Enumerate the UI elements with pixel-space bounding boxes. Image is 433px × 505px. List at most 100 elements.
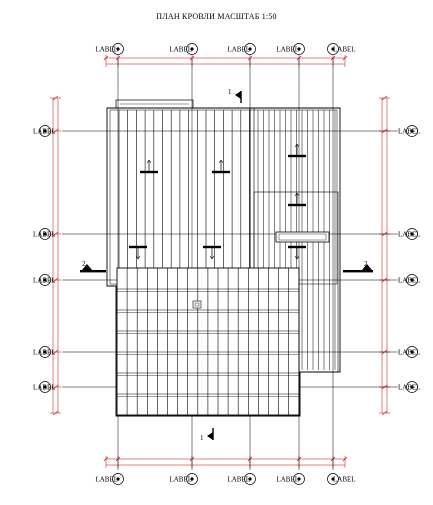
axis-bubble-dot <box>410 232 414 236</box>
dimension-slash <box>103 55 109 61</box>
ridge-cap <box>115 99 194 109</box>
section-cut-bottom <box>207 428 214 440</box>
axis-bubble-left <box>39 274 51 286</box>
section-mark-right: 2 <box>364 260 368 268</box>
dimension-slash <box>342 456 348 462</box>
section-mark-top: 1 <box>228 88 232 96</box>
axis-bubble-dot <box>248 47 252 51</box>
slope-arrow-head <box>211 255 215 260</box>
axis-label-left: LABEL <box>33 384 56 392</box>
axis-bubble-dot <box>410 129 414 133</box>
axis-bubble-top <box>293 43 305 55</box>
axis-label-bottom: LABEL <box>227 476 250 484</box>
axis-label-top: LABEL <box>227 46 250 54</box>
slope-arrow <box>288 143 306 158</box>
axis-label-bottom: LABEL <box>95 476 118 484</box>
section-cut-flag-left <box>82 264 92 270</box>
slope-arrow-head <box>294 143 298 148</box>
axis-label-top: LABEL <box>333 46 356 54</box>
slope-arrow <box>140 159 158 174</box>
axis-label-bottom: LABEL <box>276 476 299 484</box>
dimension-slash <box>103 456 109 462</box>
axis-label-top: LABEL <box>169 46 192 54</box>
axis-bubble-bottom <box>112 473 124 485</box>
axis-label-bottom: LABEL <box>169 476 192 484</box>
axis-bubble-dot <box>297 477 301 481</box>
axis-bubbles: LABEL LABEL LABEL LABEL LABEL LABEL LABEL LABEL… <box>33 43 421 485</box>
axis-label-top: LABEL <box>276 46 299 54</box>
dimension-slash <box>52 95 59 101</box>
axis-bubble-left <box>39 381 51 393</box>
axis-bubble-dot <box>331 477 335 481</box>
axis-bubble-dot <box>331 47 335 51</box>
axis-bubble-dot <box>43 232 47 236</box>
axis-bubble-right <box>406 274 418 286</box>
axis-bubble-dot <box>410 278 414 282</box>
axis-bubble-top <box>244 43 256 55</box>
axis-bubble-dot <box>116 47 120 51</box>
axis-bubble-bottom <box>293 473 305 485</box>
dimension-slash <box>52 277 59 283</box>
axis-bubble-dot <box>116 477 120 481</box>
dimension-slash <box>381 410 388 416</box>
roof-structure <box>106 99 341 417</box>
slope-arrow-head <box>296 192 300 197</box>
slope-arrow-head <box>137 255 141 260</box>
section-markers: 1 1 2 2 <box>80 88 373 442</box>
axis-bubble-left <box>39 125 51 137</box>
axis-label-left: LABEL <box>33 231 56 239</box>
axis-label-top: LABEL <box>95 46 118 54</box>
axis-label-left: LABEL <box>33 349 56 357</box>
axis-bubble-top <box>186 43 198 55</box>
axis-bubble-dot <box>190 477 194 481</box>
slope-arrow-head <box>218 159 222 164</box>
axis-label-right: LABEL <box>398 231 421 239</box>
slope-arrow-head <box>146 159 150 164</box>
axis-bubble-dot <box>297 47 301 51</box>
axis-bubble-right <box>406 228 418 240</box>
dimension-slash <box>52 231 59 237</box>
axis-bubble-dot <box>43 350 47 354</box>
dimension-slash <box>52 384 59 390</box>
dimension-slash <box>381 95 388 101</box>
axis-label-left: LABEL <box>33 277 56 285</box>
axis-label-right: LABEL <box>398 384 421 392</box>
axis-bubble-top <box>112 43 124 55</box>
section-mark-left: 2 <box>82 260 86 268</box>
drawing-title: ПЛАН КРОВЛИ МАСШТАБ 1:50 <box>156 12 277 21</box>
slope-arrow <box>288 245 306 260</box>
slope-arrow <box>203 245 221 260</box>
roof-opening-inner <box>278 233 327 241</box>
axis-bubble-dot <box>190 47 194 51</box>
axis-bubble-right <box>406 346 418 358</box>
slope-arrow-head <box>296 255 300 260</box>
slope-arrow <box>212 159 230 174</box>
slope-arrow-head <box>135 255 139 260</box>
axis-label-right: LABEL <box>398 277 421 285</box>
slope-arrow <box>288 192 306 207</box>
axis-label-right: LABEL <box>398 128 421 136</box>
section-cut-flag <box>235 91 241 99</box>
slope-arrow-head <box>296 143 300 148</box>
roof-outline <box>106 107 341 417</box>
section-cut-flag-right <box>362 264 372 270</box>
dimension-slash <box>52 128 59 134</box>
axis-label-left: LABEL <box>33 128 56 136</box>
slope-arrow-head <box>294 255 298 260</box>
axis-bubble-dot <box>43 129 47 133</box>
axis-bubble-dot <box>410 350 414 354</box>
axis-bubble-dot <box>43 385 47 389</box>
roof-vent-inner <box>194 302 200 307</box>
axis-bubble-dot <box>410 385 414 389</box>
section-cut-line-left <box>80 270 106 273</box>
slope-arrow-head <box>294 192 298 197</box>
axis-bubble-right <box>406 381 418 393</box>
axis-bubble-bottom <box>186 473 198 485</box>
axis-bubble-bottom <box>327 473 339 485</box>
section-cut-flag <box>207 432 213 440</box>
axis-bubble-left <box>39 228 51 240</box>
axis-bubble-left <box>39 346 51 358</box>
slope-arrow-head <box>148 159 152 164</box>
slope-arrow-head <box>209 255 213 260</box>
